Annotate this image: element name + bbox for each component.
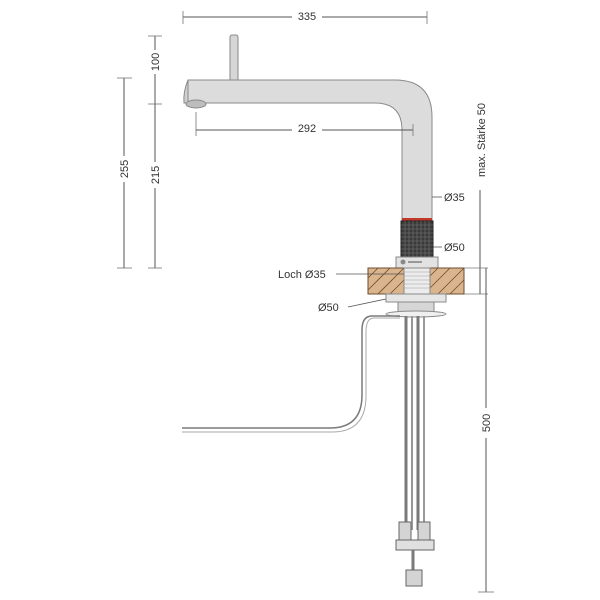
countertop <box>367 267 465 295</box>
mounting <box>385 293 447 318</box>
connector-block <box>395 539 435 551</box>
brand-text-mark <box>408 261 422 263</box>
dimension-spout-reach: 292 <box>195 112 414 136</box>
flange-diameter-label: Ø50 <box>318 302 339 314</box>
hose-fittings <box>395 521 435 587</box>
knurl-pattern <box>401 221 433 257</box>
side-hose-inner <box>182 317 400 433</box>
fitting-left <box>398 521 412 541</box>
max-thickness-label: max. Stärke 50 <box>476 103 488 177</box>
spout-tube <box>187 79 433 223</box>
tube-diameter-label: Ø35 <box>444 192 465 204</box>
spout-height-label: 215 <box>150 166 162 184</box>
callout-nut-diameter: Ø50 <box>433 242 465 254</box>
spout-nozzle <box>183 79 189 104</box>
hose-length-label: 500 <box>481 414 493 432</box>
fitting-right <box>417 521 431 541</box>
callout-tube-diameter: Ø35 <box>432 192 465 204</box>
side-hose <box>182 315 400 429</box>
accent-ring <box>402 218 432 221</box>
nut-diameter-label: Ø50 <box>444 242 465 254</box>
callout-flange-diameter: Ø50 <box>318 298 387 314</box>
lever-handle <box>229 34 239 84</box>
overall-height-label: 255 <box>119 160 131 178</box>
overall-width-label: 335 <box>298 11 316 23</box>
dimension-lever-height: 100 <box>146 35 162 105</box>
thread-lines <box>404 271 430 289</box>
dimension-spout-height: 215 <box>146 104 162 269</box>
faucet <box>183 34 439 269</box>
spout-reach-label: 292 <box>298 123 316 135</box>
dimension-overall-height: 255 <box>115 77 132 269</box>
dimension-max-thickness: max. Stärke 50 <box>464 96 490 295</box>
flange-ring <box>385 310 447 318</box>
supply-hoses <box>182 315 435 587</box>
mounting-washer <box>385 293 447 303</box>
nozzle-outlet <box>185 99 207 109</box>
lever-height-label: 100 <box>150 53 162 71</box>
dimension-overall-width: 335 <box>182 9 428 24</box>
countertop-right <box>429 267 465 295</box>
hole-diameter-label: Loch Ø35 <box>278 269 326 281</box>
end-fitting <box>405 569 423 587</box>
dimension-hose-length: 500 <box>478 268 494 593</box>
brand-logo-icon <box>400 259 406 265</box>
countertop-hatch <box>367 267 465 295</box>
callout-hole-diameter: Loch Ø35 <box>278 269 404 281</box>
